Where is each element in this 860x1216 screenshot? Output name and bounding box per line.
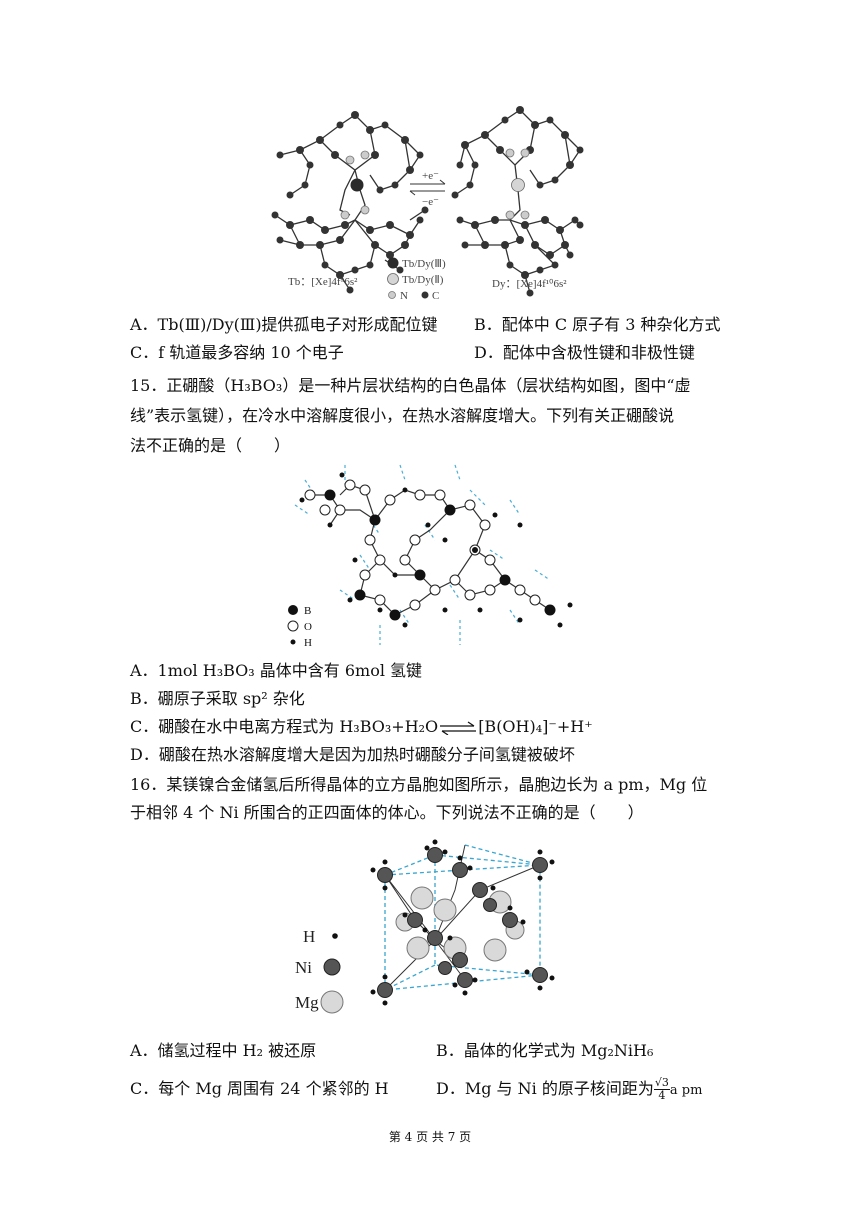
q15-stem-line2: 线”表示氢键），在冷水中溶解度很小，在热水溶解度增大。下列有关正硼酸说 (130, 406, 675, 425)
mg2nih6-unit-cell-figure: H Ni Mg (295, 839, 555, 1014)
boric-acid-layer-figure: B O H (287, 464, 573, 649)
legend-mg-marker (320, 990, 344, 1014)
arrow-bottom-label: −e⁻ (422, 196, 439, 208)
legend-mg: Mg (295, 993, 319, 1012)
oxygen-atoms (304, 479, 541, 611)
arrow-top-label: +e⁻ (422, 170, 439, 182)
q16-option-d-prefix: D．Mg 与 Ni 的原子核间距为 (436, 1079, 654, 1098)
left-molecule-atoms (271, 111, 429, 294)
legend-tb-dy-ii-marker (387, 273, 399, 285)
legend-b-marker (288, 605, 298, 615)
legend-b: B (304, 605, 311, 617)
hydrogen-atoms (299, 472, 573, 628)
q15-option-c-prefix: C．硼酸在水中电离方程式为 H₃BO₃+H₂O (130, 717, 439, 736)
q15-stem-line3: 法不正确的是（ ） (130, 436, 291, 455)
q14-option-c: C．f 轨道最多容纳 10 个电子 (130, 343, 344, 362)
tb-electron-config: Tb：[Xe]4f⁹6s² (288, 276, 358, 288)
hydrogen-bonds (294, 464, 551, 645)
legend-h-marker (332, 933, 338, 939)
legend-o-marker (287, 620, 299, 632)
legend-tb-dy-iii-marker (387, 257, 399, 269)
unit-cell-edges (384, 844, 541, 991)
q14-option-d: D．配体中含极性键和非极性键 (474, 343, 695, 362)
q15-option-d: D．硼酸在热水溶解度增大是因为加热时硼酸分子间氢键被破坏 (130, 745, 575, 764)
q14-option-b: B．配体中 C 原子有 3 种杂化方式 (474, 315, 721, 334)
complex-structure-figure: +e⁻ −e⁻ Tb/Dy(Ⅲ) Tb/Dy (271, 106, 584, 302)
q16-option-a: A．储氢过程中 H₂ 被还原 (130, 1041, 317, 1060)
right-molecule (454, 109, 581, 294)
q16-stem-line1: 16．某镁镍合金储氢后所得晶体的立方晶胞如图所示，晶胞边长为 a pm，Mg 位 (130, 775, 708, 794)
q15-stem-line1: 15．正硼酸（H₃BO₃）是一种片层状结构的白色晶体（层状结构如图，图中“虚 (130, 376, 691, 395)
redox-arrows (409, 179, 446, 196)
legend-tb-dy-ii: Tb/Dy(Ⅱ) (402, 274, 444, 286)
legend-ni-marker (323, 958, 341, 976)
q16-option-b: B．晶体的化学式为 Mg₂NiH₆ (436, 1041, 654, 1060)
q14-option-a: A．Tb(Ⅲ)/Dy(Ⅲ)提供孤电子对形成配位键 (130, 315, 438, 334)
h-atoms (370, 839, 555, 1006)
ni-atoms (377, 847, 548, 998)
legend-n: N (400, 290, 408, 302)
legend-o: O (304, 621, 312, 633)
q15-option-c-suffix: [B(OH)₄]⁻+H⁺ (478, 717, 593, 736)
legend-n-marker (388, 291, 396, 299)
right-molecule-atoms (451, 106, 584, 297)
dy-electron-config: Dy：[Xe]4f¹⁰6s² (492, 278, 567, 290)
legend-ni: Ni (295, 958, 312, 977)
covalent-bonds (310, 484, 551, 616)
q15-option-b: B．硼原子采取 sp² 杂化 (130, 689, 305, 708)
page-footer: 第 4 页 共 7 页 (388, 1130, 472, 1144)
q15-option-c: C．硼酸在水中电离方程式为 H₃BO₃+H₂O [B(OH)₄]⁻+H⁺ (130, 716, 593, 738)
q16-stem-line2: 于相邻 4 个 Ni 所围合的正四面体的体心。下列说法不正确的是（ ） (130, 803, 644, 822)
equilibrium-arrow-icon (440, 721, 477, 735)
legend-h: H (304, 637, 312, 649)
legend-h: H (303, 927, 315, 946)
legend-c-marker (421, 291, 429, 299)
fraction-numerator: √3 (653, 1076, 670, 1090)
q15-option-a: A．1mol H₃BO₃ 晶体中含有 6mol 氢键 (130, 661, 423, 680)
q16-option-c: C．每个 Mg 周围有 24 个紧邻的 H (130, 1079, 389, 1098)
legend-tb-dy-iii: Tb/Dy(Ⅲ) (402, 258, 446, 270)
legend-h-marker (290, 639, 296, 645)
boron-atoms (324, 489, 556, 621)
fraction-denominator: 4 (658, 1089, 666, 1102)
legend-c: C (432, 290, 439, 302)
q16-option-d-suffix: a pm (669, 1083, 703, 1098)
